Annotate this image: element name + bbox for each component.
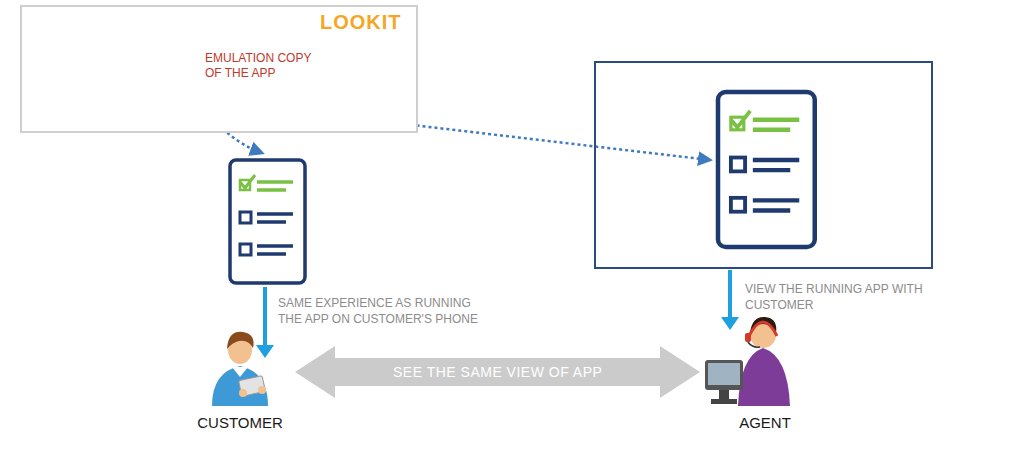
down-arrow <box>263 287 267 346</box>
customer-figure <box>239 376 266 397</box>
customer-figure <box>232 367 248 377</box>
agent-figure <box>750 322 776 348</box>
connector-label: SEE THE SAME VIEW OF APP <box>393 364 602 380</box>
down-arrow <box>728 270 732 318</box>
agent-figure <box>745 333 751 342</box>
agent-screen-frame <box>595 62 932 268</box>
shared-view-arrow <box>295 346 700 398</box>
customer-figure <box>227 332 254 349</box>
component-label: EMULATION COPY OF THE APP <box>205 51 330 81</box>
customer-app-icon <box>230 160 305 283</box>
down-arrow <box>256 345 274 358</box>
customer-figure <box>212 332 268 406</box>
agent-screen-frame <box>595 62 932 268</box>
agent-figure <box>738 348 790 406</box>
brand-logo: LOOKIT <box>320 9 402 35</box>
agent-figure <box>749 322 777 336</box>
agent-figure <box>708 363 740 385</box>
agent-figure <box>748 342 760 347</box>
customer-figure <box>212 366 268 406</box>
agent-figure <box>711 399 737 404</box>
role-label: AGENT <box>700 414 830 433</box>
down-arrow <box>256 270 739 358</box>
customer-figure <box>258 386 266 394</box>
agent-figure <box>705 360 743 390</box>
note-text: SAME EXPERIENCE AS RUNNING THE APP ON CU… <box>278 296 493 327</box>
note-text: VIEW THE RUNNING APP WITH CUSTOMER <box>745 282 960 313</box>
agent-figure <box>719 390 729 400</box>
agent-figure <box>705 317 790 406</box>
customer-person: CUSTOMER <box>185 332 295 439</box>
role-label: CUSTOMER <box>185 414 295 433</box>
agent-app-icon <box>718 92 815 247</box>
customer-app-icon <box>230 160 305 283</box>
agent-app-icon <box>718 92 815 247</box>
down-arrow <box>721 317 739 330</box>
customer-figure <box>239 389 247 397</box>
agent-person: AGENT <box>700 310 830 439</box>
